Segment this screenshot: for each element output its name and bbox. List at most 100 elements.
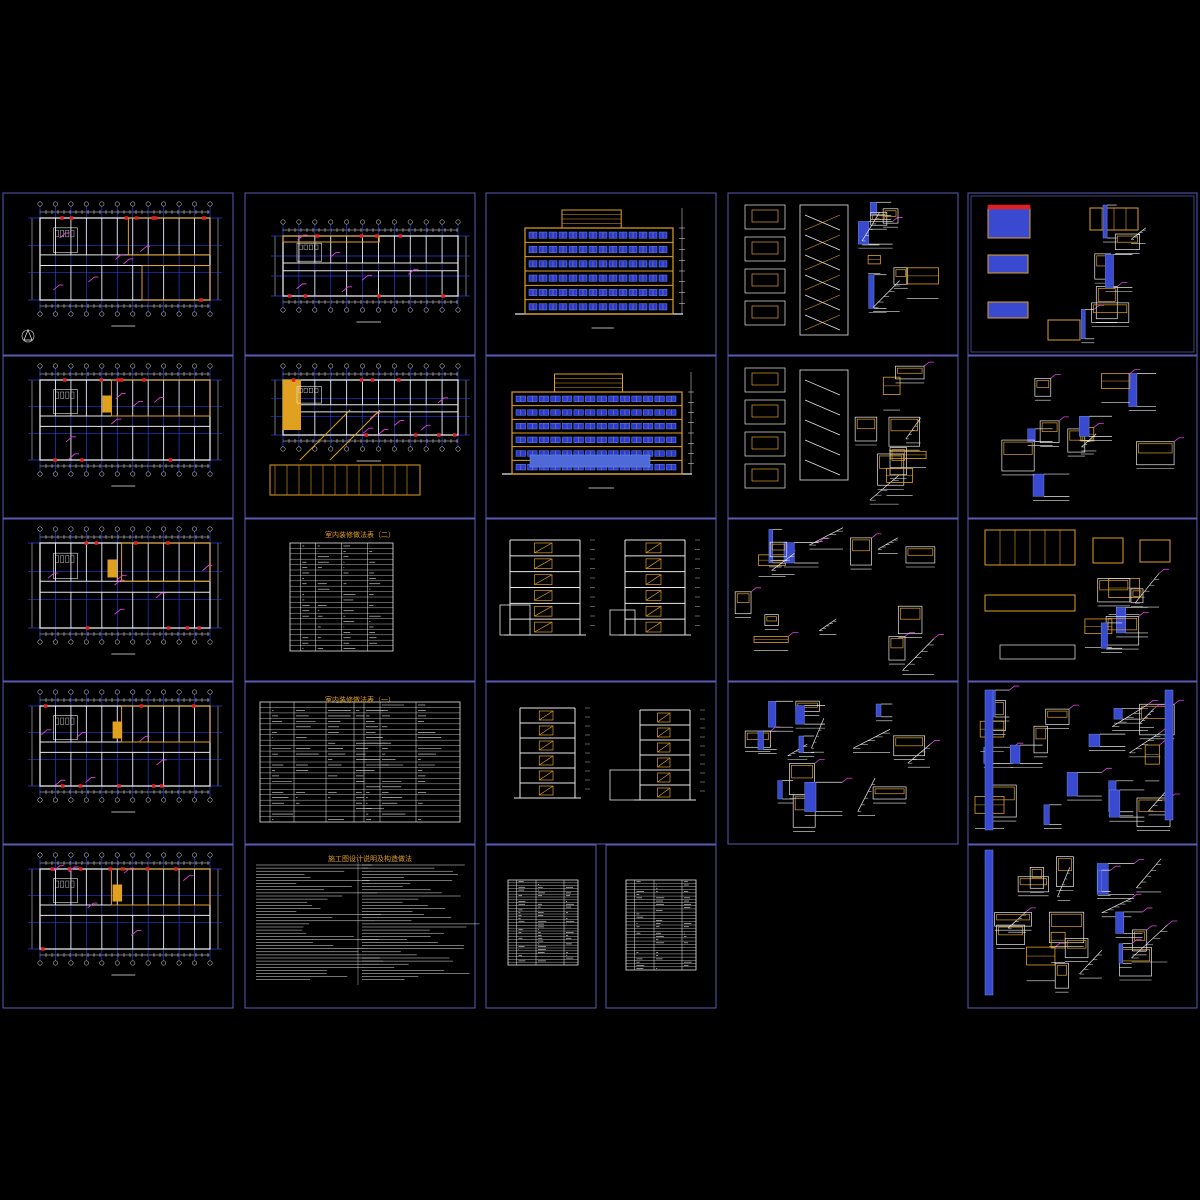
axis-bubble <box>376 219 381 225</box>
axis-bubble <box>192 689 197 695</box>
axis-bubble <box>99 852 105 858</box>
sheet-frame <box>967 518 1198 682</box>
axis-bubble <box>176 201 182 207</box>
leader-tag <box>842 777 853 783</box>
wall-hatch <box>1096 863 1109 895</box>
detail-box <box>1029 867 1045 889</box>
leader-tag <box>361 274 372 281</box>
detail-yellow <box>1019 878 1047 886</box>
stair-slope <box>852 729 891 749</box>
axis-bubble <box>207 797 213 803</box>
stair-flight <box>534 605 553 617</box>
detail-box <box>889 447 907 476</box>
axis-bubble <box>83 363 89 369</box>
column-mark <box>185 626 190 630</box>
fixture <box>60 391 65 399</box>
detail-box <box>1001 439 1035 472</box>
detail-yellow <box>1036 380 1050 388</box>
axis-bubble <box>83 960 89 966</box>
axis-bubble <box>207 960 213 966</box>
stair-run <box>534 542 553 554</box>
column-mark <box>441 294 445 298</box>
stair-plan-fill <box>751 305 779 319</box>
leader-tag <box>54 779 66 786</box>
axis-bubble <box>99 201 105 207</box>
stair-run <box>804 314 841 331</box>
detail-yellow <box>890 418 918 432</box>
detail-box <box>870 212 888 226</box>
leader-tag <box>787 632 799 637</box>
stair-run <box>804 439 841 456</box>
fixture <box>70 717 75 725</box>
detail-sheet <box>1084 568 1170 653</box>
axis-bubble <box>114 526 120 532</box>
leader-tag <box>362 427 374 434</box>
axis-bubble <box>360 363 365 369</box>
sheet-frame <box>244 844 476 1009</box>
detail-box <box>734 591 752 615</box>
column-mark <box>135 216 139 220</box>
stair-plan <box>744 268 786 294</box>
axis-bubble <box>176 526 182 532</box>
leader-tag <box>47 572 59 579</box>
leader-tag <box>1131 893 1142 899</box>
leader-tag <box>1167 920 1178 926</box>
leader-tag <box>115 393 126 399</box>
table <box>289 542 394 652</box>
wall-hatch <box>1105 254 1114 288</box>
stair-run <box>657 712 671 723</box>
stair-plan <box>744 204 786 230</box>
leader-tag <box>378 428 389 435</box>
annex-block <box>609 769 641 801</box>
stair-run <box>804 459 841 476</box>
stair-slope <box>869 475 900 501</box>
feature-wall <box>102 395 112 413</box>
stair-run <box>534 621 553 633</box>
column-mark <box>60 216 64 220</box>
axis-bubble <box>68 852 74 858</box>
detail-box <box>893 735 926 757</box>
fixture <box>55 391 59 399</box>
column-mark <box>69 216 74 220</box>
leader-tag <box>1025 907 1036 913</box>
floor-plan <box>28 363 222 487</box>
detail-box <box>850 537 872 566</box>
fixture <box>55 555 59 563</box>
stair-run <box>804 274 841 291</box>
axis-bubble <box>99 639 105 645</box>
stair-flight <box>534 621 553 633</box>
leader-tag <box>76 732 87 738</box>
column-mark <box>166 626 171 630</box>
stair-flight <box>657 787 671 798</box>
detail-yellow <box>891 449 905 461</box>
sheet-frame <box>485 518 717 682</box>
wall-hatch <box>1079 416 1090 437</box>
detail-box <box>1039 420 1060 443</box>
leader-tag <box>1009 685 1020 691</box>
axis-bubble <box>53 471 58 477</box>
axis-bubble <box>192 363 197 369</box>
detail-sheet <box>1081 204 1146 344</box>
column-mark <box>152 784 156 788</box>
stair-flight <box>538 725 554 736</box>
column-mark <box>67 867 72 871</box>
axis-bubble <box>161 363 167 369</box>
axis-bubble <box>423 219 429 225</box>
wall-hatch <box>1010 744 1021 764</box>
stair-flight <box>657 757 671 768</box>
axis-bubble <box>207 311 213 317</box>
axis-bubble <box>328 446 334 452</box>
axis-bubble <box>312 446 318 452</box>
axis-bubble <box>192 471 197 477</box>
column-mark <box>43 704 48 708</box>
axis-bubble <box>312 307 318 313</box>
stair-flight <box>538 755 554 766</box>
axis-bubble <box>114 639 120 645</box>
detail-box <box>895 365 925 380</box>
feature-wall <box>121 542 211 582</box>
stair-run <box>657 787 671 798</box>
axis-bubble <box>280 446 286 452</box>
wall-hatch <box>783 542 795 564</box>
stair-run <box>645 606 662 617</box>
sheet-frame <box>244 681 476 845</box>
